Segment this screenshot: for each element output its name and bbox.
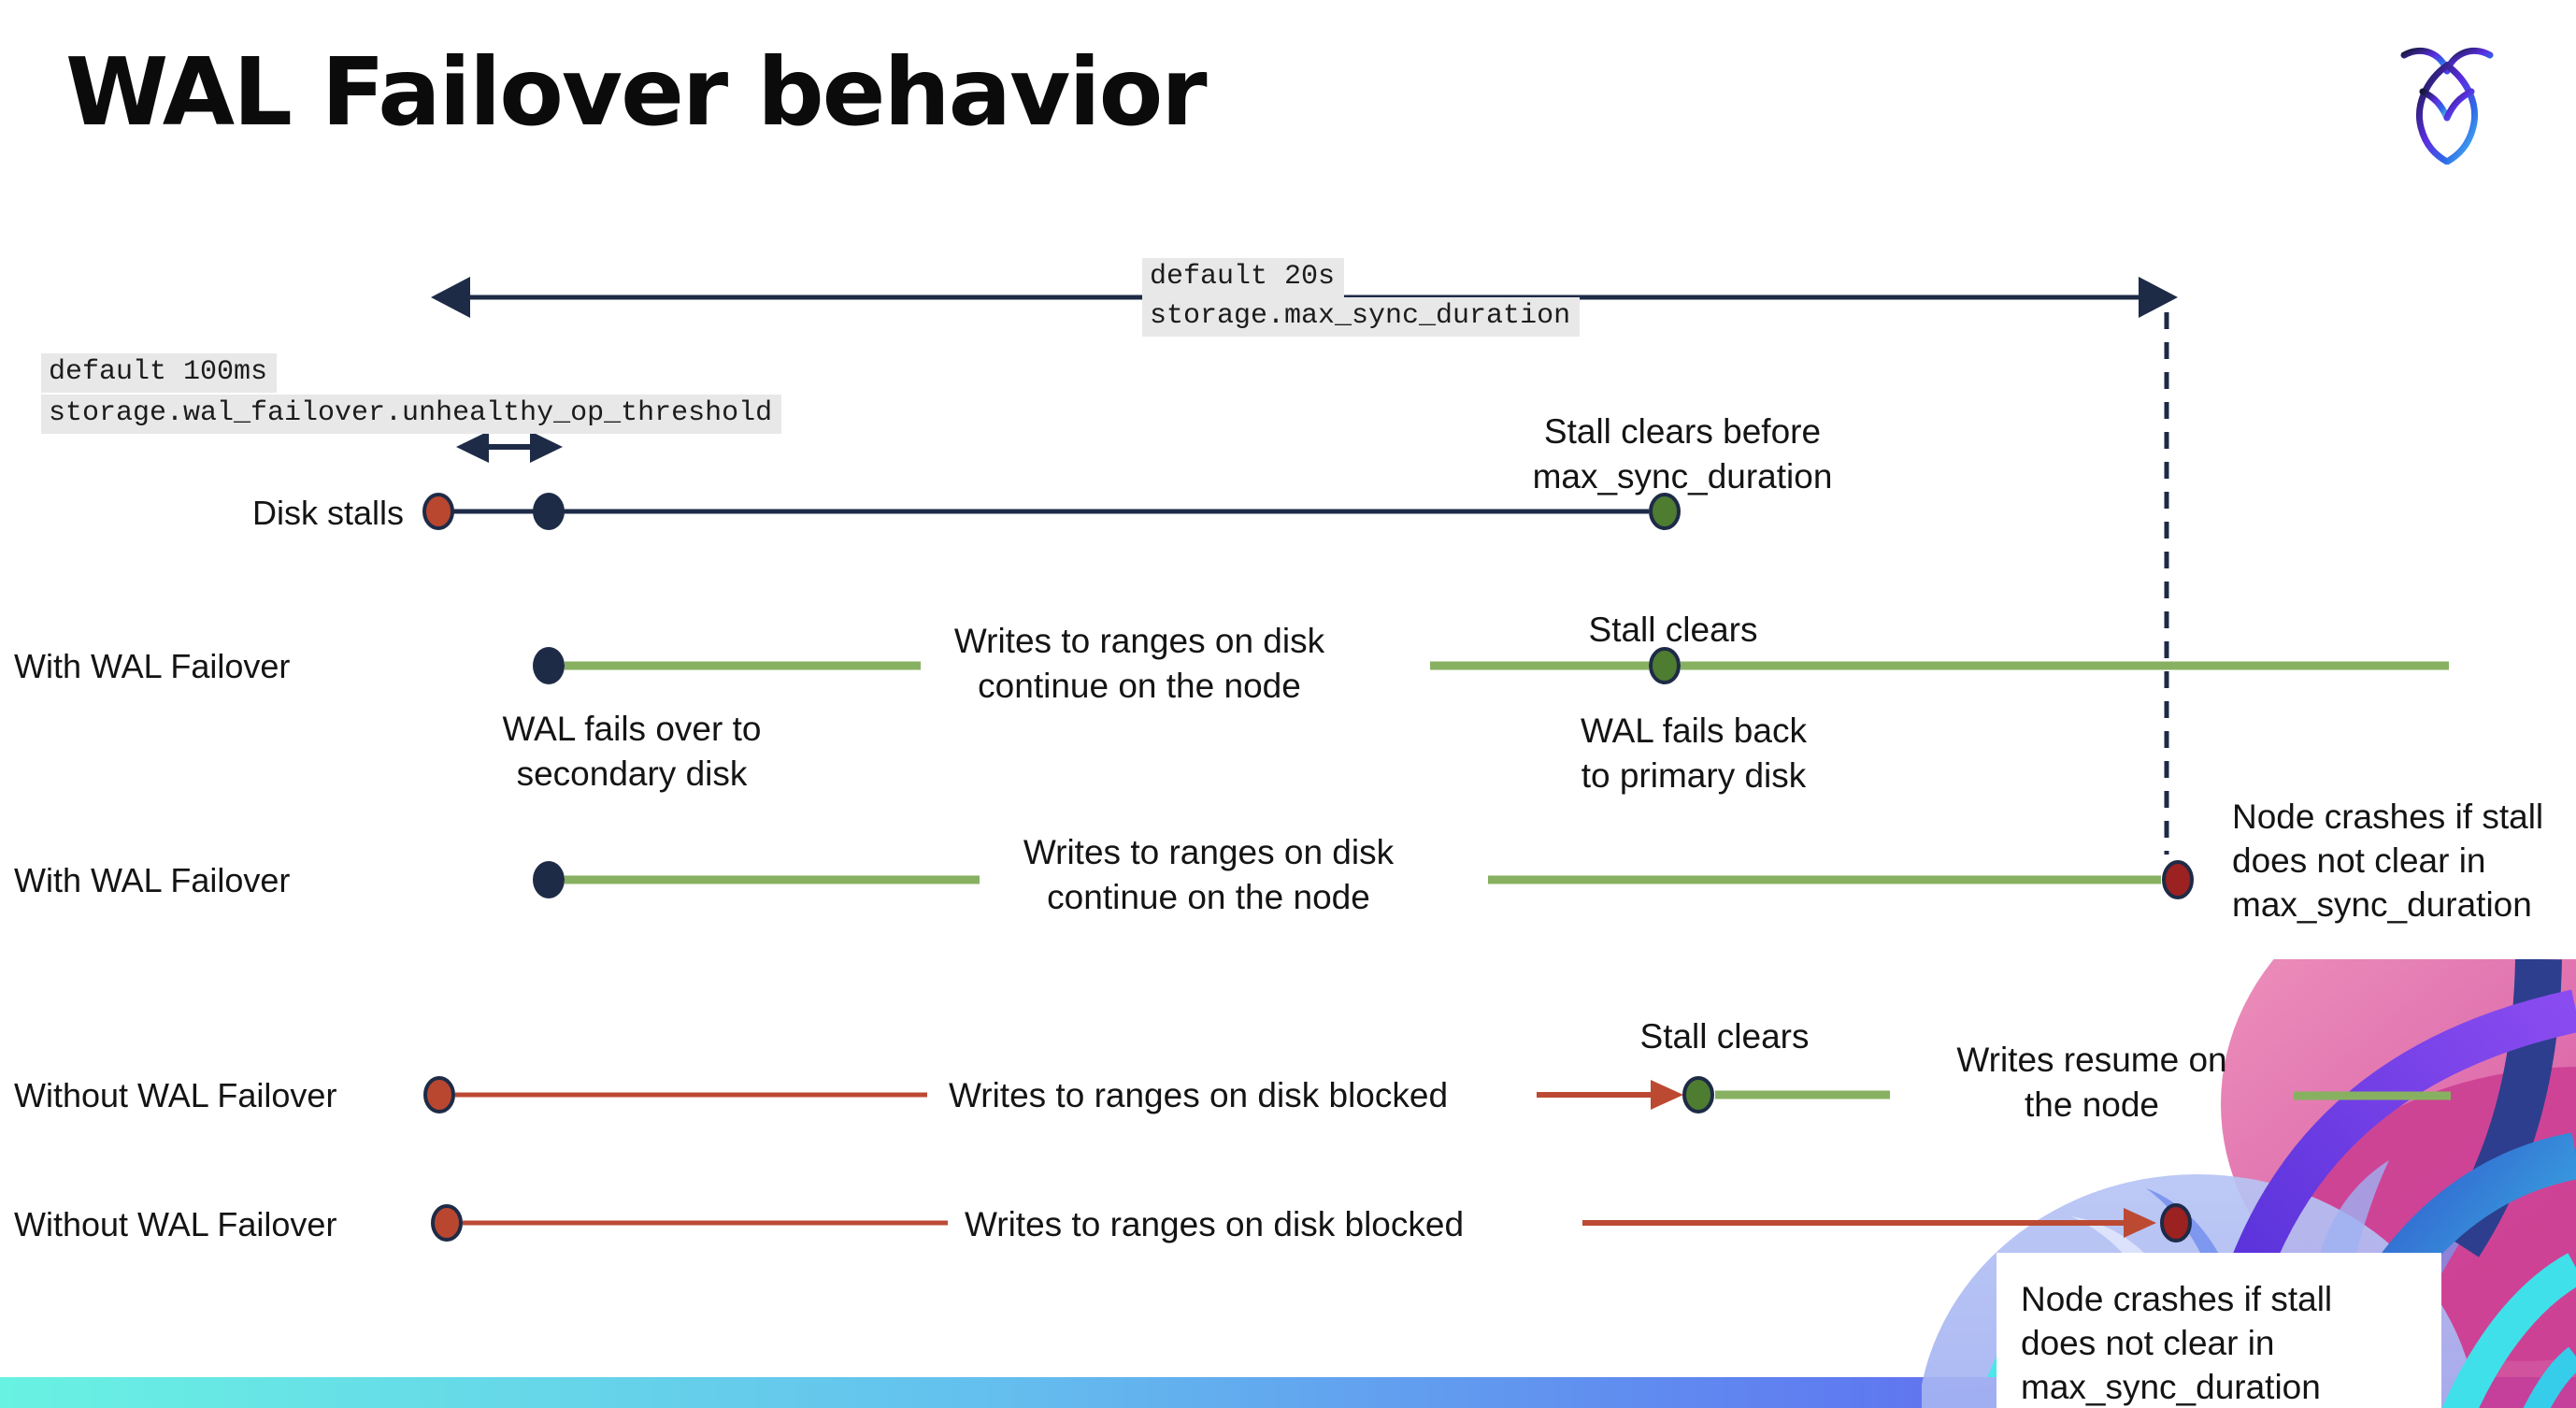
annotation-writes-continue-2: Writes to ranges on disk continue on the… <box>1023 833 1395 916</box>
setting-default-value: default 20s <box>1142 258 1345 297</box>
setting-name: storage.wal_failover.unhealthy_op_thresh… <box>41 395 782 434</box>
annotation-node-crashes-1: Node crashes if stall does not clear in … <box>2232 797 2544 924</box>
annotation-wal-fails-back: WAL fails back to primary disk <box>1581 711 1807 795</box>
stall-start-dot <box>423 1076 455 1113</box>
row-label-without-wal-failover-2: Without WAL Failover <box>14 1205 337 1243</box>
node-crashes-callout: Node crashes if stall does not clear in … <box>1996 1253 2441 1408</box>
threshold-default-label: default 100ms <box>41 353 278 393</box>
failover-dot <box>533 861 565 898</box>
cockroachdb-logo-icon <box>2400 48 2494 165</box>
timeline-with-failover-crash <box>533 860 2194 899</box>
row-label-with-wal-failover-2: With WAL Failover <box>14 861 291 899</box>
failover-dot <box>533 647 565 684</box>
max-sync-default-label: default 20s <box>1142 258 1345 297</box>
timeline-without-failover-crash <box>431 1203 2192 1243</box>
arrowhead-right-icon <box>2124 1208 2156 1238</box>
arrowhead-right-icon <box>1651 1080 1683 1110</box>
timeline-with-failover-clears <box>533 647 2449 684</box>
stall-start-dot <box>422 493 454 530</box>
annotation-wal-fails-over: WAL fails over to secondary disk <box>502 710 762 793</box>
stall-clears-dot <box>1682 1076 1714 1113</box>
arrowhead-right-icon <box>530 431 563 463</box>
annotation-writes-continue-1: Writes to ranges on disk continue on the… <box>953 622 1325 705</box>
threshold-setting-label: storage.wal_failover.unhealthy_op_thresh… <box>41 395 782 434</box>
row-label-with-wal-failover-1: With WAL Failover <box>14 647 291 685</box>
row-label-without-wal-failover-1: Without WAL Failover <box>14 1076 337 1114</box>
threshold-dot <box>533 493 565 530</box>
unhealthy-op-threshold-arrow <box>456 431 563 463</box>
annotation-stall-clears-before: Stall clears before max_sync_duration <box>1532 412 1833 496</box>
setting-name: storage.max_sync_duration <box>1142 297 1581 337</box>
arrowhead-right-icon <box>2139 277 2178 318</box>
node-crash-dot <box>2162 860 2194 899</box>
stall-start-dot <box>431 1204 463 1242</box>
timeline-disk-stalls <box>422 493 1681 530</box>
annotation-writes-resume: Writes resume on the node <box>1956 1041 2227 1124</box>
stall-clears-dot <box>1649 493 1681 530</box>
stall-clears-dot <box>1649 647 1681 684</box>
setting-default-value: default 100ms <box>41 353 278 393</box>
row-label-disk-stalls: Disk stalls <box>251 494 404 532</box>
arrowhead-left-icon <box>456 431 489 463</box>
annotation-writes-blocked-1: Writes to ranges on disk blocked <box>949 1076 1449 1114</box>
annotation-writes-blocked-2: Writes to ranges on disk blocked <box>965 1205 1465 1243</box>
max-sync-setting-label: storage.max_sync_duration <box>1142 297 1581 337</box>
arrowhead-left-icon <box>431 277 470 318</box>
annotation-stall-clears-1: Stall clears <box>1588 611 1758 649</box>
annotation-stall-clears-2: Stall clears <box>1639 1017 1810 1056</box>
page-title: WAL Failover behavior <box>65 37 1208 147</box>
timeline-without-failover-clears <box>423 1076 2451 1113</box>
annotation-node-crashes-2: Node crashes if stall does not clear in … <box>2021 1280 2333 1406</box>
node-crash-dot <box>2160 1203 2192 1243</box>
